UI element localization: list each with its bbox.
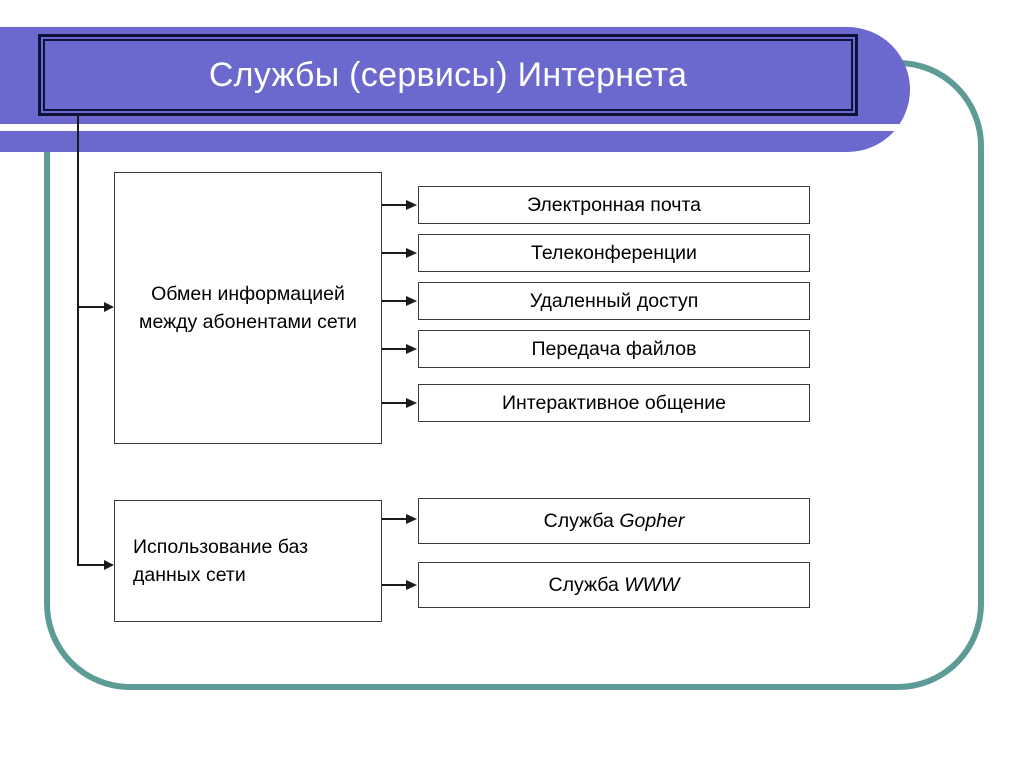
node-gopher[interactable]: Служба Gopher [418, 498, 810, 544]
arrow-icon-remote [406, 296, 417, 306]
connector-stub-telecom [382, 252, 408, 254]
node-interactive-chat-label: Интерактивное общение [501, 391, 727, 414]
connector-stub-remote [382, 300, 408, 302]
arrow-icon-filetrans [406, 344, 417, 354]
arrow-icon-telecom [406, 248, 417, 258]
node-www-label: Служба WWW [419, 574, 809, 597]
node-remote-access-label: Удаленный доступ [529, 289, 699, 312]
node-remote-access[interactable]: Удаленный доступ [418, 282, 810, 320]
node-www-label-prefix: Служба [548, 573, 625, 596]
arrow-icon-email [406, 200, 417, 210]
arrow-icon-to-databases [104, 560, 114, 570]
node-email[interactable]: Электронная почта [418, 186, 810, 224]
arrow-icon-chat [406, 398, 417, 408]
node-exchange[interactable]: Обмен информацией между абонентами сети [114, 172, 382, 444]
page-title: Службы (сервисы) Интернета [208, 55, 688, 94]
node-gopher-label-latin: Gopher [619, 509, 685, 532]
connector-branch-to-exchange [79, 306, 106, 308]
node-gopher-label: Служба Gopher [419, 510, 809, 533]
node-databases[interactable]: Использование баз данных сети [114, 500, 382, 622]
node-interactive-chat[interactable]: Интерактивное общение [418, 384, 810, 422]
connector-stub-www [382, 584, 408, 586]
connector-branch-to-databases [79, 564, 106, 566]
connector-stub-gopher [382, 518, 408, 520]
title-plaque-inner-border: Службы (сервисы) Интернета [43, 39, 853, 111]
node-exchange-label: Обмен информацией между абонентами сети [139, 283, 357, 333]
arrow-icon-www [406, 580, 417, 590]
node-gopher-label-prefix: Служба [543, 509, 620, 532]
arrow-icon-to-exchange [104, 302, 114, 312]
connector-stub-filetrans [382, 348, 408, 350]
header-banner-stripe [0, 124, 900, 131]
title-plaque: Службы (сервисы) Интернета [38, 34, 858, 116]
connector-trunk [77, 116, 79, 566]
node-telecom-label: Телеконференции [531, 241, 697, 264]
node-file-transfer[interactable]: Передача файлов [418, 330, 810, 368]
node-telecom[interactable]: Телеконференции [418, 234, 810, 272]
node-www[interactable]: Служба WWW [418, 562, 810, 608]
arrow-icon-gopher [406, 514, 417, 524]
node-email-label: Электронная почта [526, 193, 701, 216]
node-file-transfer-label: Передача файлов [531, 337, 697, 360]
node-www-label-latin: WWW [624, 573, 680, 596]
connector-stub-chat [382, 402, 408, 404]
connector-stub-email [382, 204, 408, 206]
node-databases-label: Использование баз данных сети [133, 536, 309, 586]
